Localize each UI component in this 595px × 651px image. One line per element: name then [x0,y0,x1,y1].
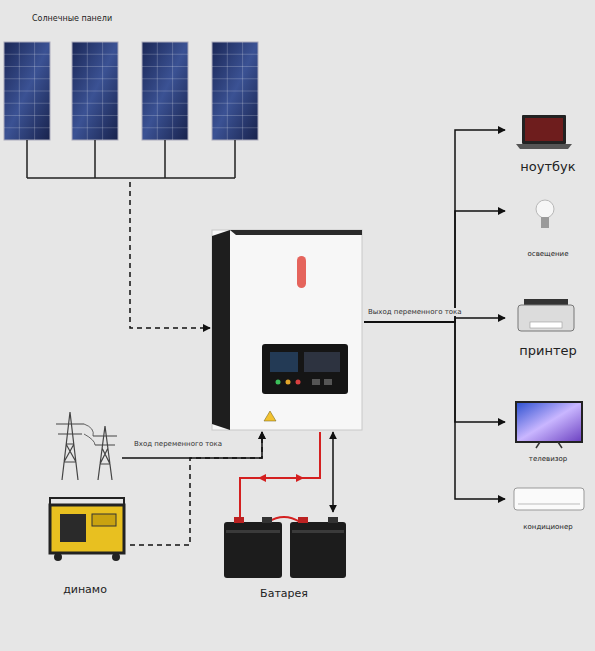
printer-load: принтер [505,296,591,362]
connector [364,130,505,322]
node-label: освещение [528,250,569,258]
bulb-icon-part [536,200,554,218]
inverter-body [212,230,362,430]
bulb-icon-part [541,217,549,228]
node-label: принтер [519,344,577,359]
battery-icon-part [262,517,272,523]
battery-wiring-part [262,477,300,479]
generator-icon-part [60,514,86,542]
ac-icon [514,488,584,510]
ac-icon-part [518,504,580,505]
tv-icon-part [516,402,582,442]
ac-icon-part [514,488,584,510]
node-label: Солнечные панели [32,14,112,23]
generator-icon-part [50,505,124,553]
connector [364,211,505,322]
inverter-body-part [270,352,298,372]
laptop-load: ноутбук [505,108,591,178]
inverter [210,228,364,432]
inverter-body-part [264,411,276,421]
solar-panel-group-part [142,42,188,140]
printer-icon-part [530,322,562,328]
connector [364,322,505,422]
tv-load: телевизор [505,396,591,466]
laptop-icon [516,115,572,149]
inverter-body-part [286,380,291,385]
inverter-body-part [304,352,340,372]
inverter-body-part [276,380,281,385]
power-tower-part [56,412,84,480]
inverter-body-part [212,230,362,430]
connector [364,322,505,499]
generator-icon-part [50,498,124,505]
power-tower-part [93,426,117,480]
solar-panel-group-part [72,42,118,140]
solar-panels: Солнечные панели [4,14,262,182]
battery-icon-part [234,517,244,523]
line-label: Выход переменного тока [366,308,464,316]
battery-icon-part [298,517,308,523]
battery-icon-part [328,517,338,523]
generator-icon-part [92,514,116,526]
node-label: динамо [63,584,107,597]
inverter-body-part [296,380,301,385]
node-label: кондиционер [523,523,572,531]
laptop-icon-part [525,118,563,141]
power-grid [48,405,122,485]
connector [332,432,334,512]
generator-icon [50,498,124,561]
printer-icon-part [518,305,574,331]
connector [122,432,262,458]
inverter-body-part [262,344,348,394]
panel-bus-wire [27,140,235,178]
battery-wiring [240,432,320,522]
battery-wiring-part [240,432,320,522]
node-label: ноутбук [520,160,575,175]
inverter-body-part [312,379,320,385]
inverter-body-part [212,230,230,430]
battery-icon-part [224,522,282,578]
node-label: телевизор [529,455,567,463]
battery-icon-part [226,530,280,533]
panel-bus-wire-part [27,140,235,178]
bulb-icon [536,200,554,228]
ac-load: кондиционер [505,482,591,534]
solar-panel-group-part [212,42,258,140]
inverter-body-part [324,379,332,385]
inverter-body-part [297,256,306,288]
edge-label: Вход переменного тока [132,440,224,448]
laptop-icon-part [516,144,572,149]
power-tower-part [84,424,95,445]
power-tower [56,412,117,480]
generator: динамо [40,496,130,600]
tv-icon-part [536,442,562,448]
node-label: Батарея [260,588,308,601]
solar-panel-group-part [4,42,50,140]
solar-panel-group [4,42,258,140]
battery-icon-part [292,530,344,533]
battery-wiring-part [268,517,300,522]
lighting-load: освещение [505,195,591,261]
generator-icon-part [112,553,120,561]
connector [130,182,210,328]
connector [130,432,262,545]
printer-icon [518,299,574,331]
battery-icon [224,517,346,578]
laptop-icon-part [522,115,566,144]
battery-icon-part [290,522,346,578]
generator-icon-part [54,553,62,561]
tv-icon [516,402,582,448]
battery-bank: Батарея [218,512,350,604]
inverter-body-part [230,230,362,235]
